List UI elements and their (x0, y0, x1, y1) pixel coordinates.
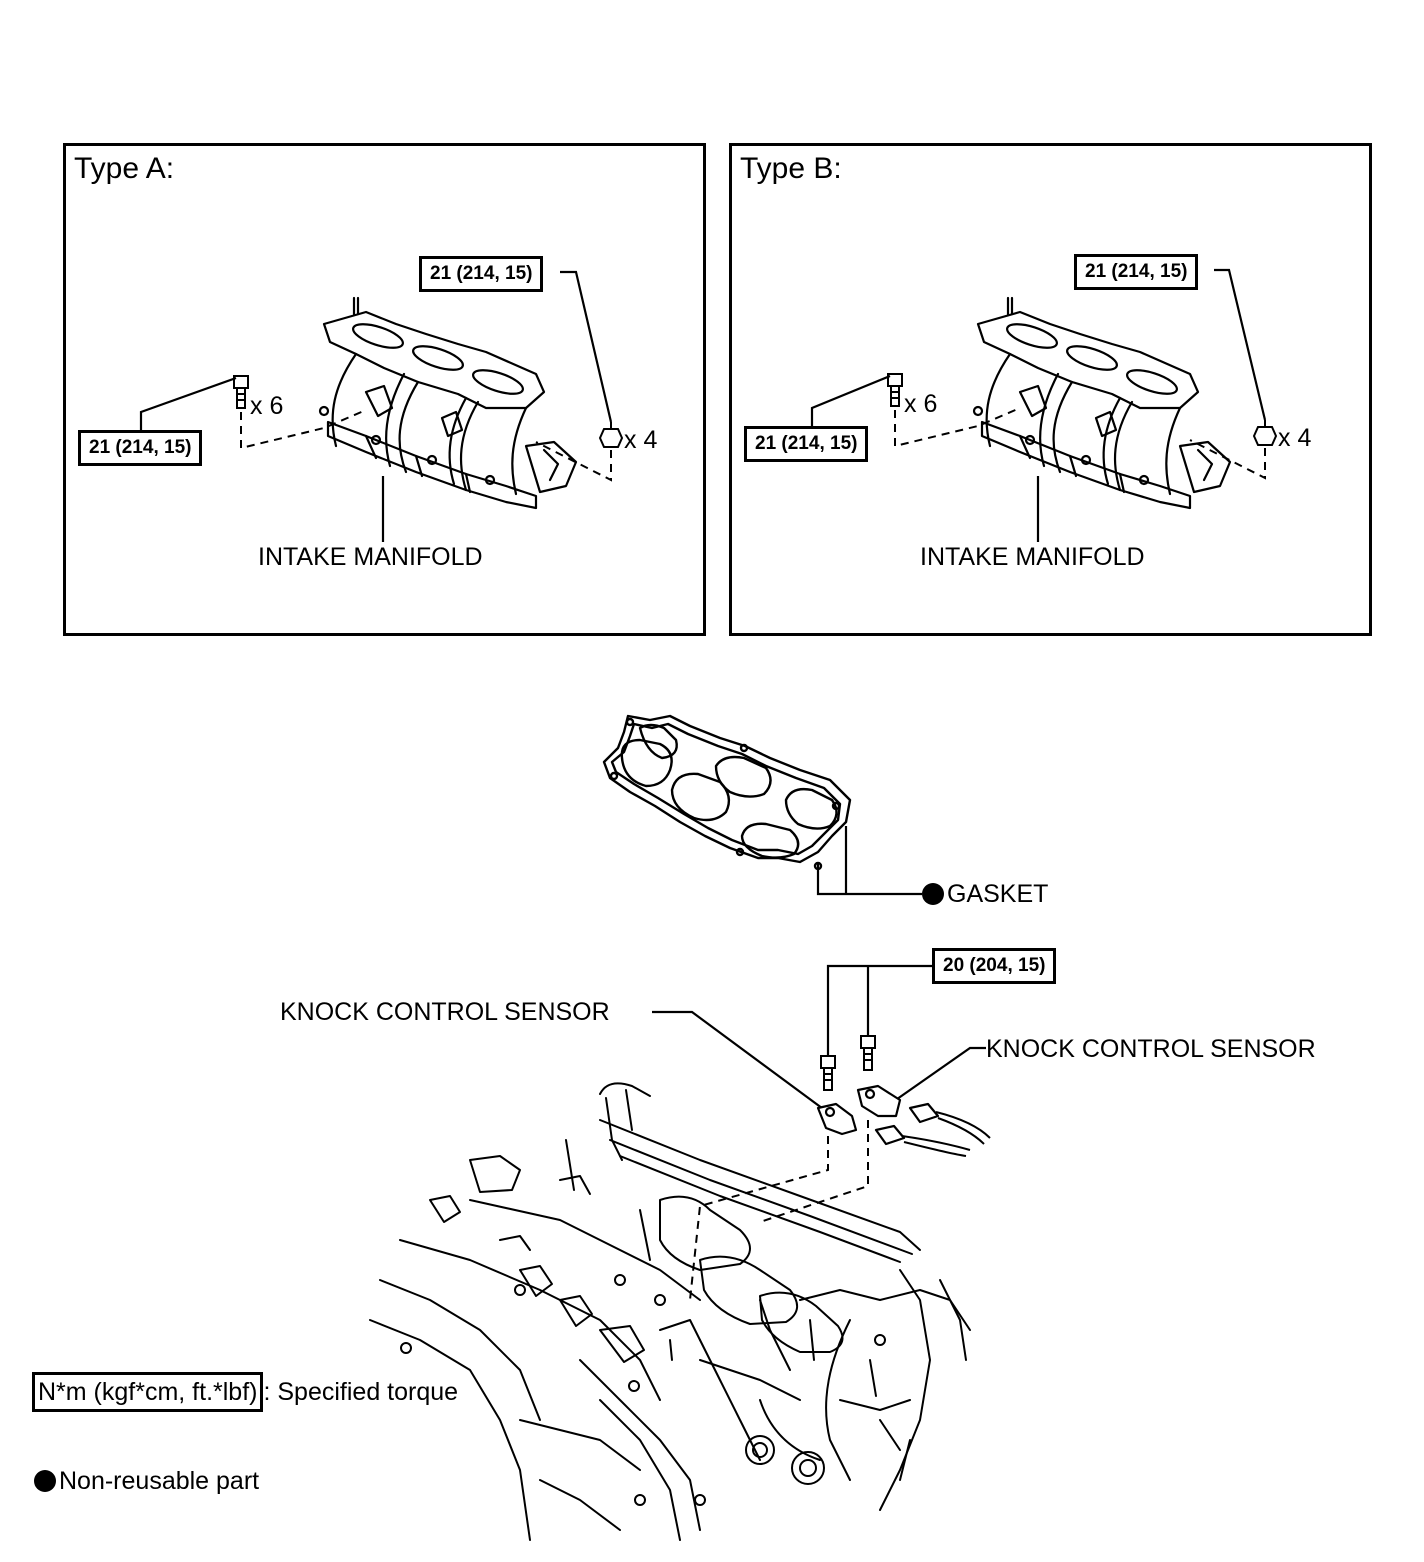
bolt-icon (887, 373, 903, 407)
bolt-count: x 6 (904, 390, 938, 418)
panel-type-a: Type A: (63, 143, 706, 636)
legend-torque-units: N*m (kgf*cm, ft.*lbf) (32, 1372, 264, 1412)
bolt-count: x 6 (250, 392, 284, 420)
panel-title: Type A: (74, 152, 175, 185)
legend-nonreusable: Non-reusable part (34, 1467, 259, 1495)
nut-count: x 4 (624, 426, 658, 454)
torque-label-bolts: 21 (214, 15) (744, 426, 869, 462)
bolt-icon (820, 1035, 876, 1091)
engine-drawing (369, 1082, 971, 1541)
nut-icon (1252, 420, 1278, 446)
gasket-drawing (602, 714, 852, 871)
bolt-icon (233, 375, 249, 409)
gasket-label-text: GASKET (947, 880, 1049, 908)
panel-title: Type B: (740, 152, 842, 185)
gasket-label: GASKET (922, 880, 1048, 908)
nut-count: x 4 (1278, 424, 1312, 452)
legend-nonreusable-desc: Non-reusable part (59, 1467, 260, 1495)
legend-torque-desc: : Specified torque (263, 1378, 459, 1406)
intake-manifold-drawing (810, 268, 1278, 542)
torque-label-nuts: 21 (214, 15) (1074, 254, 1199, 290)
intake-manifold-drawing (139, 270, 624, 542)
knock-sensor-right-label: KNOCK CONTROL SENSOR (986, 1035, 1316, 1063)
torque-label-nuts: 21 (214, 15) (419, 256, 544, 292)
knock-sensor-drawing (816, 1084, 940, 1146)
sensor-torque-label: 20 (204, 15) (932, 948, 1057, 984)
nonreusable-dot-icon (34, 1470, 56, 1492)
panel-type-b: Type B: (729, 143, 1372, 636)
nonreusable-dot-icon (922, 883, 944, 905)
torque-label-bolts: 21 (214, 15) (78, 430, 203, 466)
nut-icon (598, 422, 624, 448)
intake-manifold-label: INTAKE MANIFOLD (258, 543, 483, 571)
intake-manifold-label: INTAKE MANIFOLD (920, 543, 1145, 571)
knock-sensor-left-label: KNOCK CONTROL SENSOR (280, 998, 610, 1026)
legend-torque: N*m (kgf*cm, ft.*lbf): Specified torque (32, 1372, 458, 1412)
